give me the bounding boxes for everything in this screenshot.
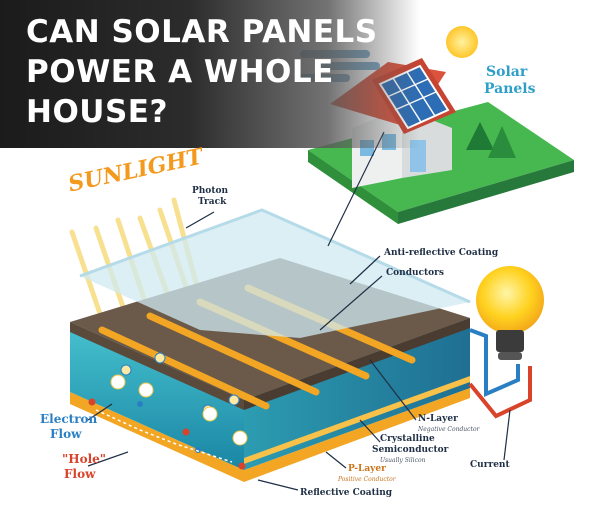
sun-icon	[446, 26, 478, 58]
headline-line-2: POWER A WHOLE	[26, 54, 334, 90]
solar-panels-label-line-1: Solar	[486, 64, 527, 80]
p-layer-sublabel: Positive Conductor	[338, 476, 396, 483]
current-label: Current	[470, 460, 510, 470]
p-layer-label: P-Layer	[348, 464, 386, 474]
current-wire-red	[470, 366, 530, 416]
title-banner: CAN SOLAR PANELS POWER A WHOLE HOUSE?	[0, 0, 420, 148]
headline-line-1: CAN SOLAR PANELS	[26, 14, 378, 50]
headline-line-3: HOUSE?	[26, 94, 168, 130]
hole-flow-label-line-1: "Hole"	[62, 452, 106, 466]
anti-reflective-coating-label: Anti-reflective Coating	[384, 248, 498, 258]
solar-panels-label-line-2: Panels	[484, 81, 536, 97]
n-layer-label: N-Layer	[418, 414, 458, 424]
n-layer-sublabel: Negative Conductor	[418, 426, 479, 433]
electron-flow-label-line-1: Electron	[40, 412, 97, 426]
electron-flow-label-line-2: Flow	[50, 427, 81, 441]
crystalline-sublabel: Usually Silicon	[380, 457, 425, 464]
crystalline-label-line-1: Crystalline	[380, 434, 435, 444]
crystalline-label-line-2: Semiconductor	[372, 445, 448, 455]
photon-track-label-line-1: Photon	[192, 186, 228, 196]
photon-track-label-line-2: Track	[198, 197, 226, 207]
conductors-label: Conductors	[386, 268, 444, 278]
hole-flow-label-line-2: Flow	[64, 467, 95, 481]
reflective-coating-label: Reflective Coating	[300, 488, 392, 498]
